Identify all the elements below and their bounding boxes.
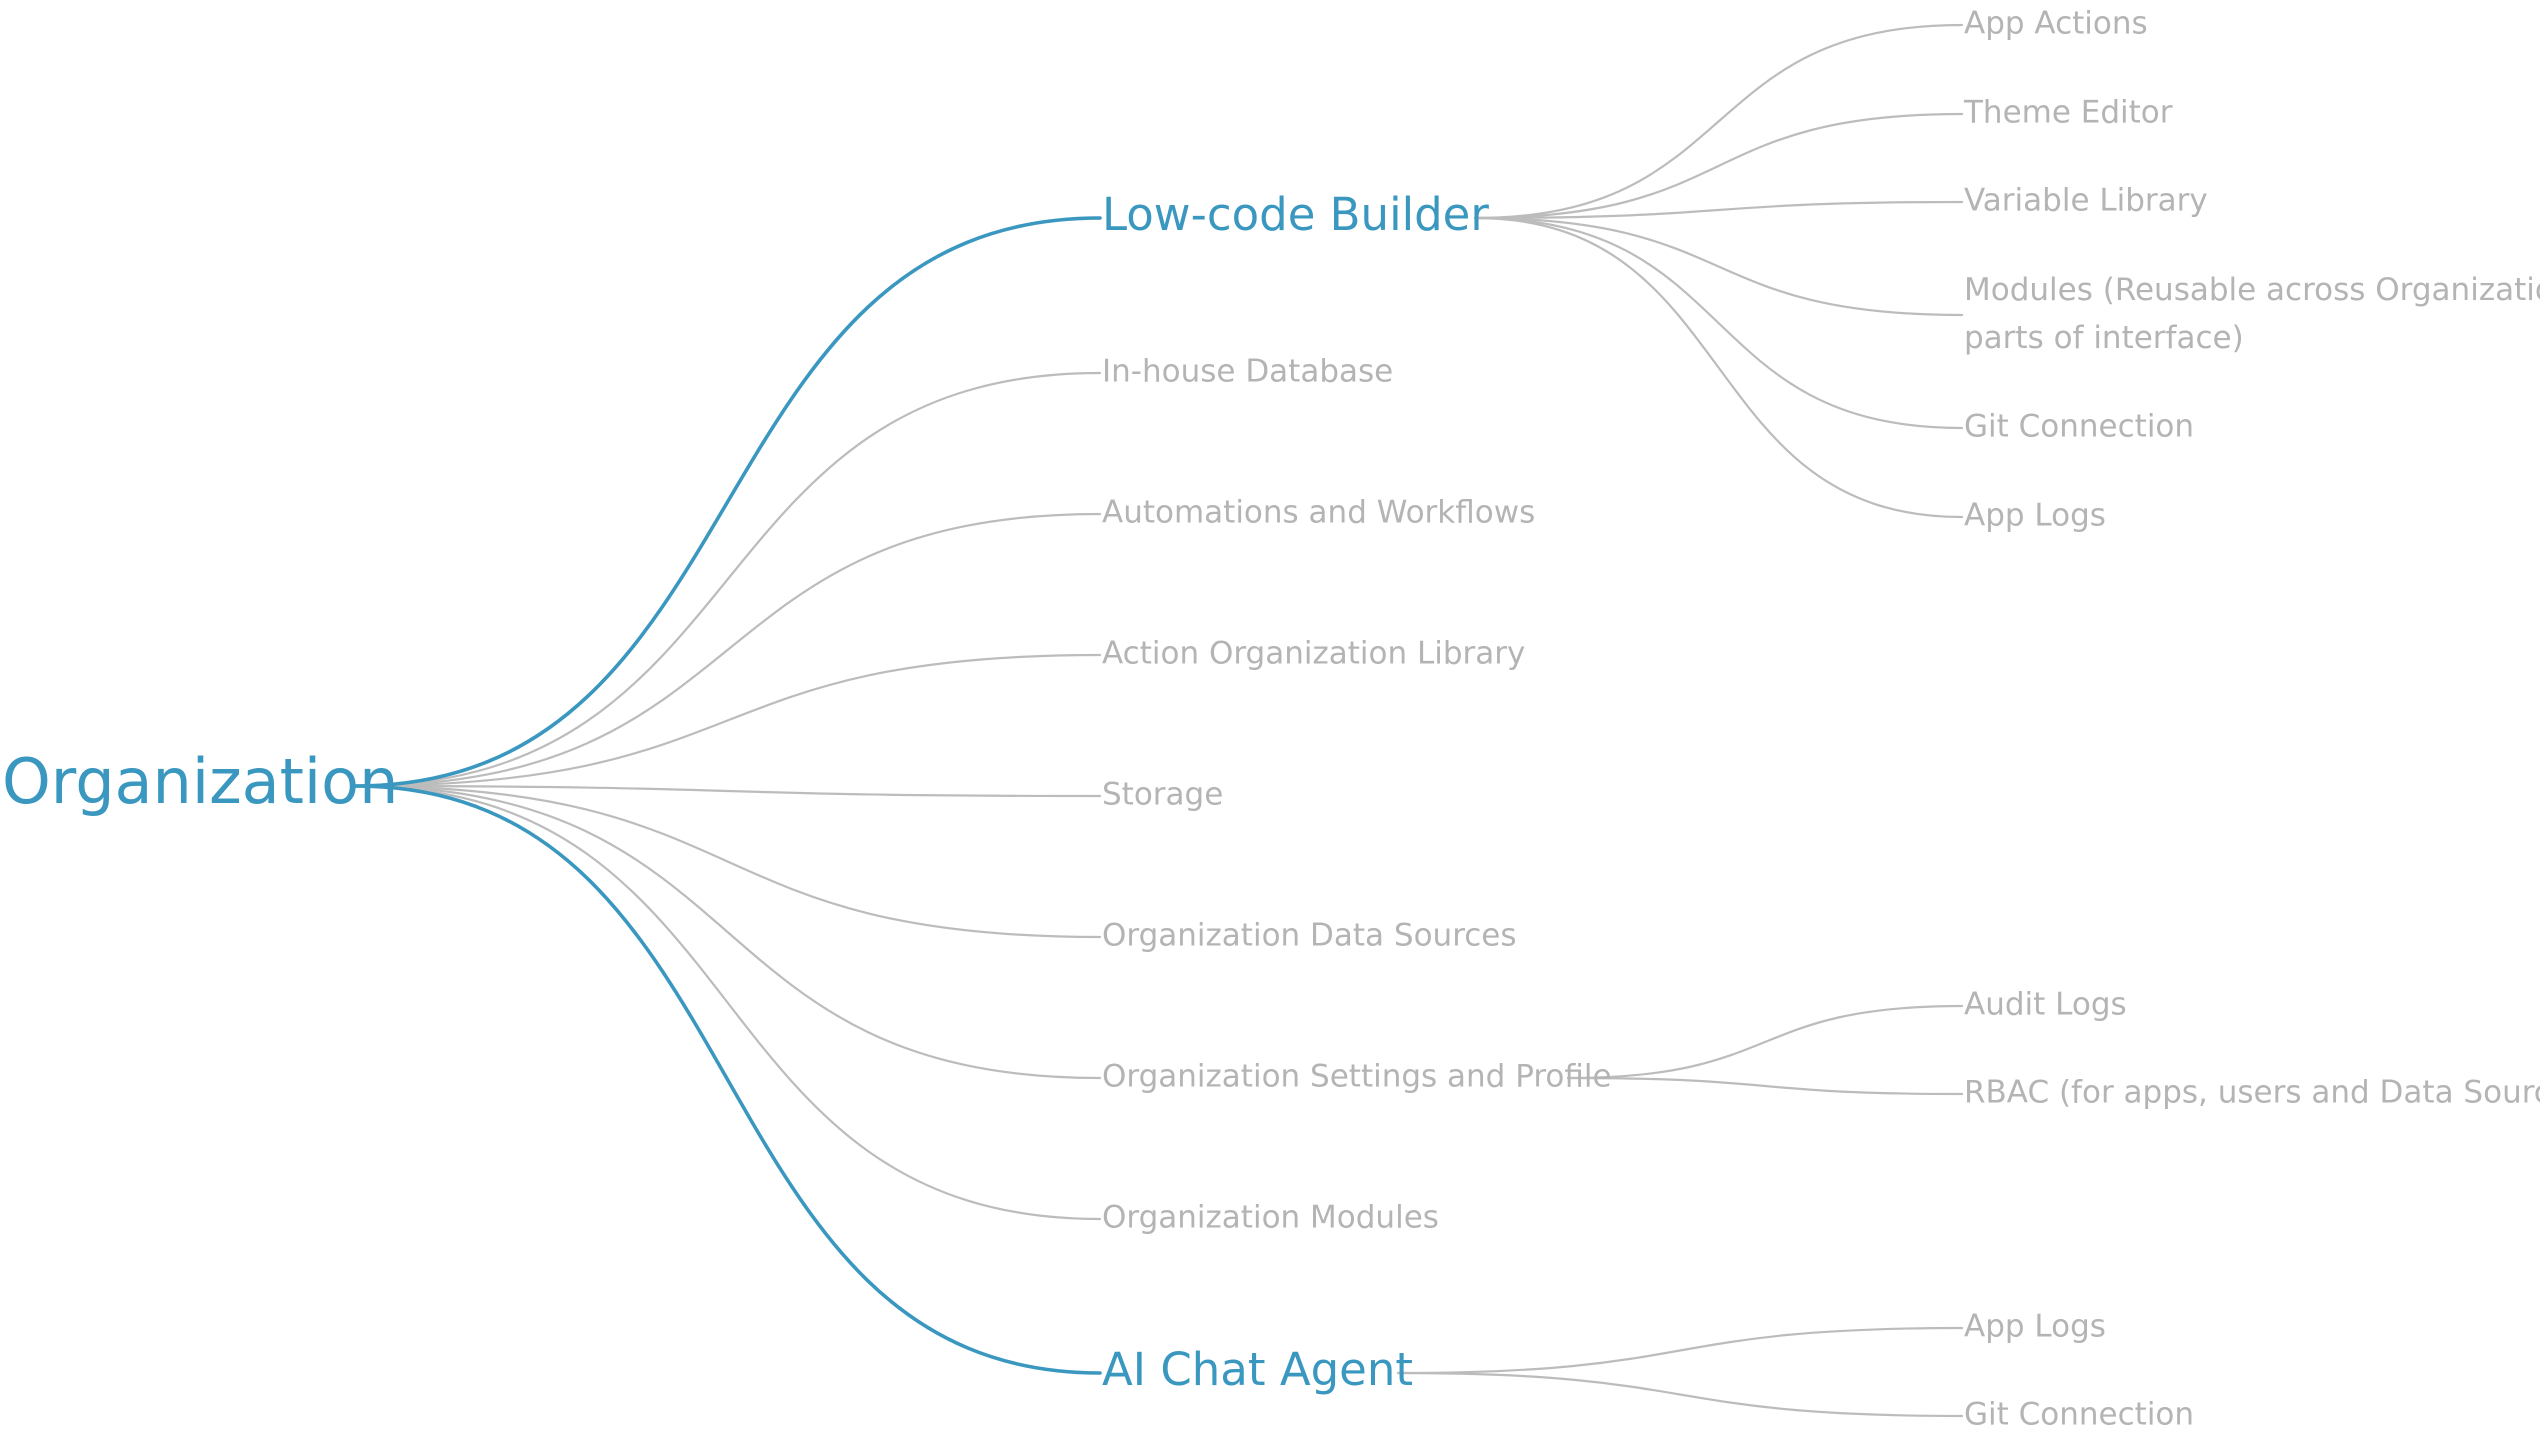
connector-root-to-low-code-builder bbox=[353, 216, 1102, 788]
connector-ai-chat-agent-to-git-connection bbox=[1396, 1371, 1964, 1418]
leaf-node-git-connection: Git Connection bbox=[1964, 409, 2194, 445]
connector-root-to-organization-modules bbox=[353, 784, 1102, 1221]
leaf-node-theme-editor: Theme Editor bbox=[1963, 95, 2173, 131]
leaf-node-app-actions: App Actions bbox=[1964, 6, 2148, 42]
leaf-node-modules-reusable-across-organization-parts-of-interface-line-1: Modules (Reusable across Organization bbox=[1964, 272, 2540, 308]
connector-root-to-ai-chat-agent bbox=[353, 784, 1102, 1375]
connector-root-to-action-organization-library bbox=[353, 653, 1102, 788]
leaf-node-rbac-for-apps-users-and-data-sources: RBAC (for apps, users and Data Sources) bbox=[1964, 1075, 2540, 1111]
connector-low-code-builder-to-git-connection bbox=[1473, 216, 1964, 430]
connector-low-code-builder-to-app-actions bbox=[1473, 23, 1964, 220]
connector-low-code-builder-to-variable-library bbox=[1473, 200, 1964, 220]
branch-node-organization-data-sources: Organization Data Sources bbox=[1102, 918, 1517, 954]
connector-root-to-organization-settings-and-profile bbox=[353, 784, 1102, 1080]
leaf-node-app-logs: App Logs bbox=[1964, 1309, 2106, 1345]
connector-root-to-automations-and-workflows bbox=[353, 512, 1102, 788]
branch-node-organization-modules: Organization Modules bbox=[1102, 1200, 1439, 1236]
leaf-node-app-logs: App Logs bbox=[1964, 498, 2106, 534]
connector-ai-chat-agent-to-app-logs bbox=[1396, 1326, 1964, 1375]
connector-organization-settings-and-profile-to-audit-logs bbox=[1566, 1004, 1964, 1080]
connector-low-code-builder-to-theme-editor bbox=[1473, 112, 1964, 220]
leaf-node-modules-reusable-across-organization-parts-of-interface-line-2: parts of interface) bbox=[1964, 320, 2244, 356]
branch-node-action-organization-library: Action Organization Library bbox=[1102, 636, 1525, 672]
mindmap-connectors bbox=[353, 23, 1964, 1418]
connector-root-to-storage bbox=[353, 784, 1102, 798]
branch-node-in-house-database: In-house Database bbox=[1102, 354, 1393, 390]
connector-low-code-builder-to-app-logs bbox=[1473, 216, 1964, 519]
root-node-label: Organization bbox=[2, 745, 398, 818]
branch-node-storage: Storage bbox=[1102, 777, 1223, 813]
leaf-node-modules-reusable-across-organization-parts-of-interface: Modules (Reusable across Organization par… bbox=[1964, 272, 2540, 356]
connector-low-code-builder-to-modules-reusable-across-organization-parts-of-interface bbox=[1473, 216, 1964, 317]
connector-root-to-organization-data-sources bbox=[353, 784, 1102, 939]
leaf-node-git-connection: Git Connection bbox=[1964, 1397, 2194, 1429]
branch-node-ai-chat-agent: AI Chat Agent bbox=[1102, 1343, 1413, 1396]
mindmap-labels: Organization Low-code Builder App ActionsT… bbox=[2, 6, 2540, 1429]
leaf-node-variable-library: Variable Library bbox=[1964, 183, 2208, 219]
branch-node-organization-settings-and-profile: Organization Settings and Profile bbox=[1102, 1059, 1612, 1095]
branch-node-low-code-builder: Low-code Builder bbox=[1102, 188, 1489, 241]
branch-node-automations-and-workflows: Automations and Workflows bbox=[1102, 495, 1535, 531]
connector-organization-settings-and-profile-to-rbac-for-apps-users-and-data-sources bbox=[1566, 1076, 1964, 1096]
connector-root-to-in-house-database bbox=[353, 371, 1102, 788]
leaf-node-audit-logs: Audit Logs bbox=[1964, 987, 2127, 1023]
